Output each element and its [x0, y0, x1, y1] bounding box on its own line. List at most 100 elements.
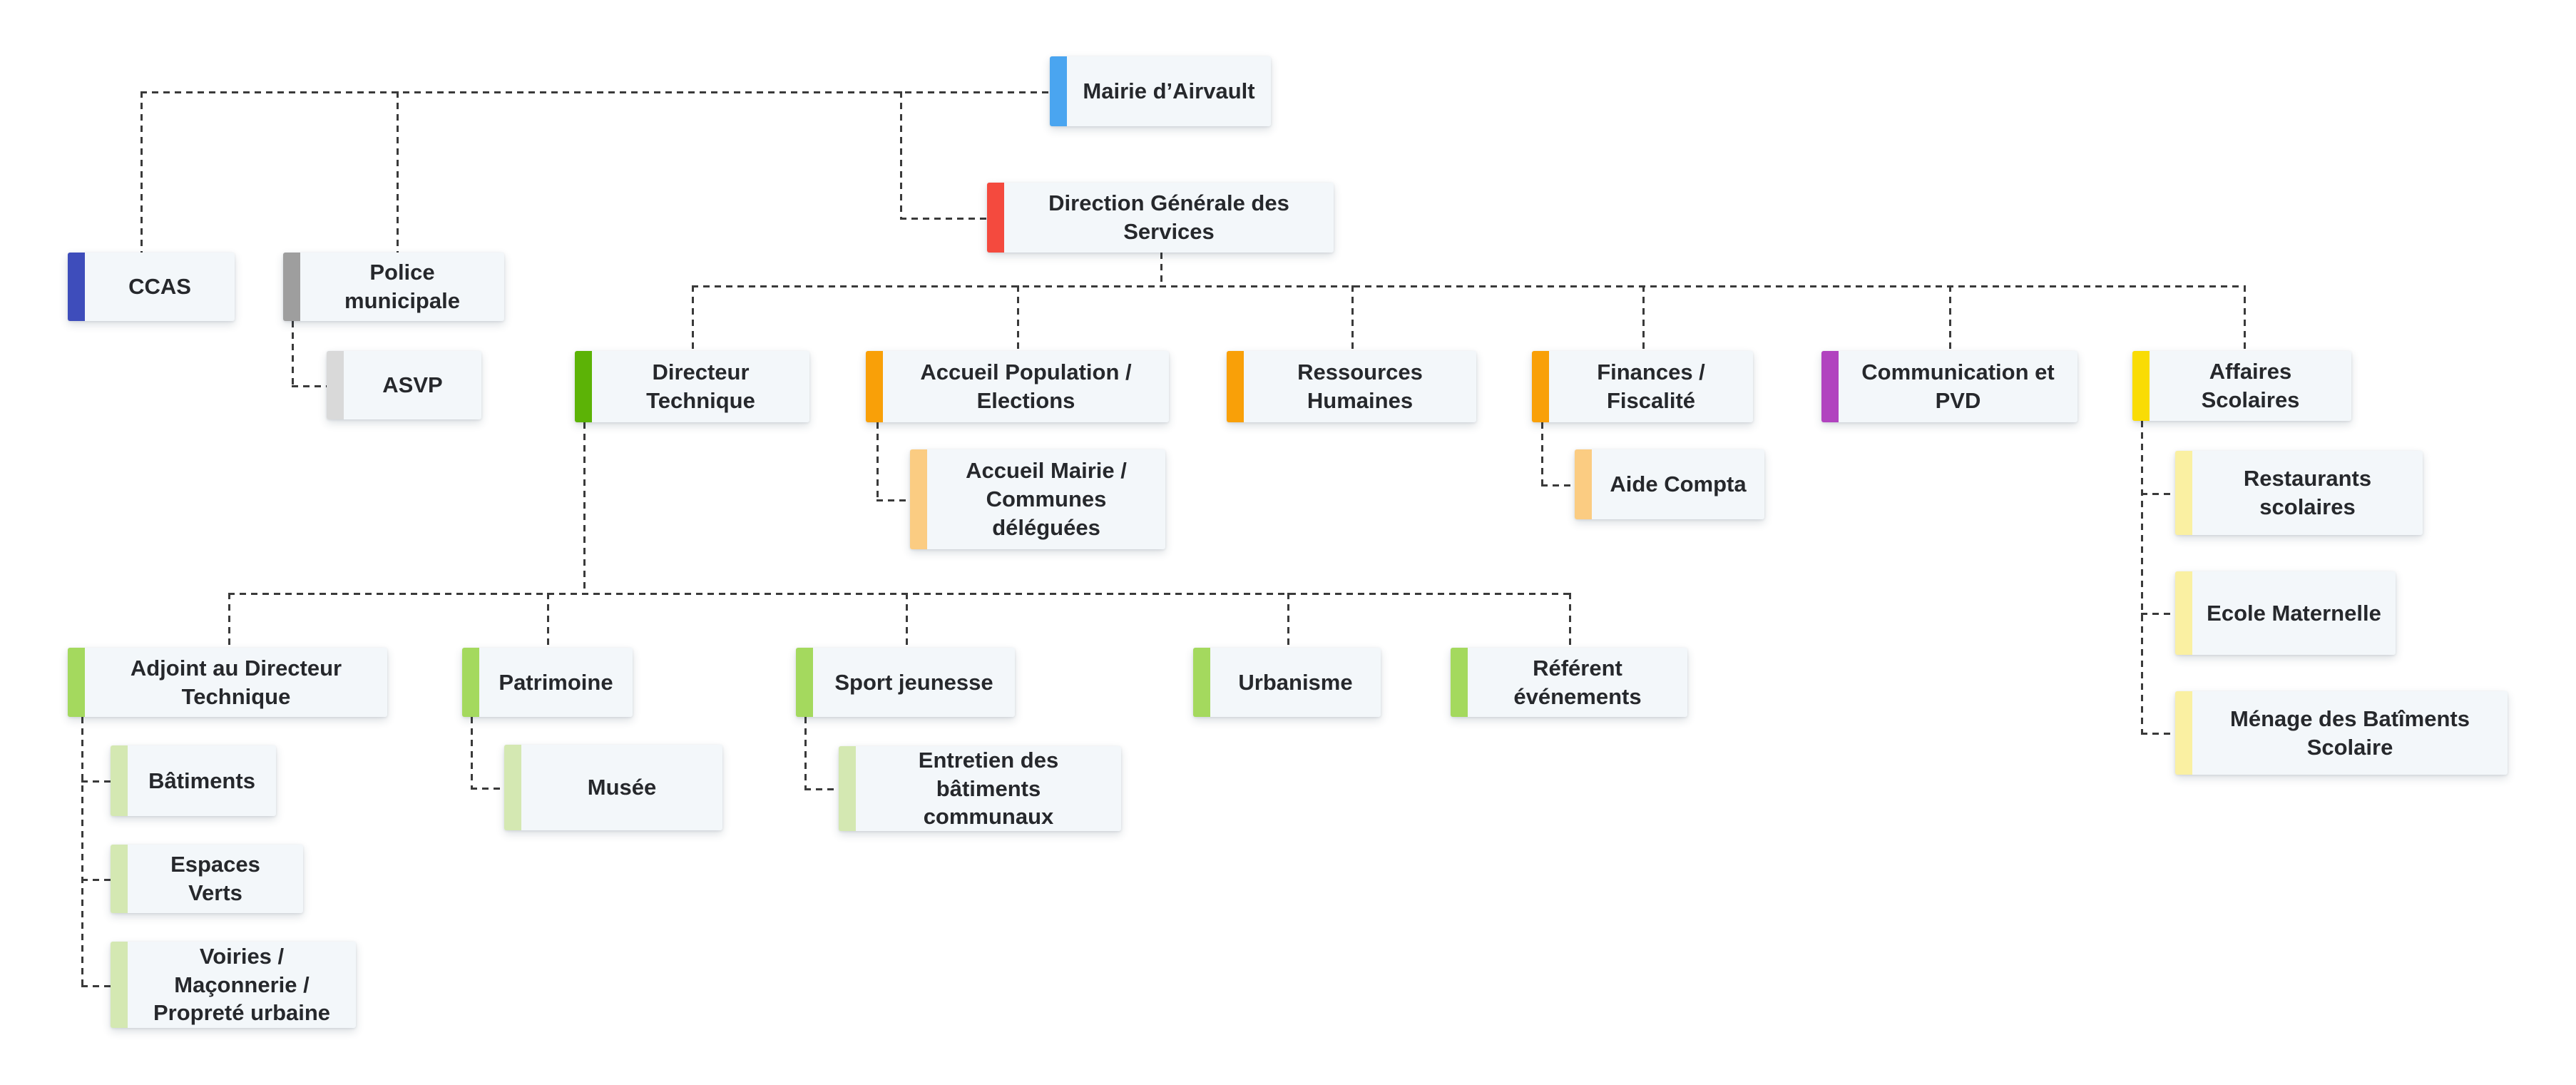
node-ressources-humaines[interactable]: Ressources Humaines — [1227, 351, 1476, 422]
node-accent-bar — [504, 745, 521, 830]
node-label: Mairie d’Airvault — [1083, 78, 1255, 104]
node-accent-bar — [462, 648, 479, 717]
connector-segment — [292, 385, 327, 387]
node-communication-et-pvd[interactable]: Communication et PVD — [1821, 351, 2077, 422]
node-direction-generale-des-services[interactable]: Direction Générale des Services — [987, 183, 1334, 253]
node-sport-jeunesse[interactable]: Sport jeunesse — [796, 648, 1015, 717]
connector-segment — [1351, 285, 1354, 351]
node-patrimoine[interactable]: Patrimoine — [462, 648, 633, 717]
node-accent-bar — [327, 351, 344, 419]
connector-segment — [900, 218, 987, 220]
connector-segment — [1569, 593, 1571, 648]
node-label: CCAS — [128, 274, 191, 300]
node-referent-evenements[interactable]: Référent événements — [1451, 648, 1687, 717]
connector-segment — [692, 285, 694, 351]
node-label: Ressources Humaines — [1297, 360, 1423, 413]
connector-segment — [81, 879, 111, 881]
connector-segment — [1017, 285, 1019, 351]
node-police-municipale[interactable]: Police municipale — [283, 253, 504, 321]
connector-segment — [228, 593, 230, 648]
node-label: Bâtiments — [148, 768, 255, 793]
node-affaires-scolaires[interactable]: Affaires Scolaires — [2132, 351, 2351, 421]
node-accent-bar — [111, 745, 128, 816]
node-urbanisme[interactable]: Urbanisme — [1193, 648, 1381, 717]
connector-segment — [1949, 285, 1951, 351]
connector-segment — [547, 593, 549, 648]
connector-segment — [876, 422, 879, 499]
connector-segment — [228, 593, 1569, 595]
node-accent-bar — [1227, 351, 1244, 422]
node-asvp[interactable]: ASVP — [327, 351, 481, 419]
node-accent-bar — [111, 942, 128, 1028]
node-musee[interactable]: Musée — [504, 745, 722, 830]
node-label: Ménage des Batîments Scolaire — [2230, 705, 2470, 760]
node-aide-compta[interactable]: Aide Compta — [1575, 449, 1764, 519]
node-label: Espaces Verts — [170, 852, 260, 905]
node-accueil-mairie-communes-deleguees[interactable]: Accueil Mairie / Communes déléguées — [910, 449, 1165, 549]
connector-segment — [471, 788, 504, 790]
node-label: Communication et PVD — [1861, 360, 2055, 413]
node-accent-bar — [2175, 451, 2192, 535]
node-finances-fiscalite[interactable]: Finances / Fiscalité — [1532, 351, 1753, 422]
connector-segment — [81, 985, 111, 987]
node-accent-bar — [68, 648, 85, 717]
node-accent-bar — [1532, 351, 1549, 422]
node-label: ASVP — [382, 372, 443, 398]
connector-segment — [471, 717, 473, 788]
node-accent-bar — [1575, 449, 1592, 519]
node-accent-bar — [111, 845, 128, 913]
connector-segment — [2244, 285, 2246, 351]
node-label: Accueil Population / Elections — [920, 360, 1132, 413]
node-accent-bar — [1451, 648, 1468, 717]
node-label: Voiries / Maçonnerie / Propreté urbaine — [153, 943, 331, 1026]
node-entretien-des-batiments-communaux[interactable]: Entretien des bâtiments communaux — [839, 746, 1121, 831]
node-label: Patrimoine — [499, 669, 613, 695]
connector-segment — [1541, 484, 1575, 487]
node-label: Finances / Fiscalité — [1597, 360, 1705, 413]
node-label: Aide Compta — [1610, 472, 1747, 497]
node-directeur-technique[interactable]: Directeur Technique — [575, 351, 809, 422]
connector-segment — [876, 499, 910, 501]
node-ccas[interactable]: CCAS — [68, 253, 235, 321]
connector-segment — [397, 91, 399, 253]
node-menage-des-batiments-scolaire[interactable]: Ménage des Batîments Scolaire — [2175, 691, 2508, 775]
connector-segment — [583, 422, 586, 593]
connector-segment — [2141, 421, 2143, 733]
connector-segment — [2141, 613, 2175, 615]
node-espaces-verts[interactable]: Espaces Verts — [111, 845, 303, 913]
node-accent-bar — [796, 648, 813, 717]
node-accent-bar — [575, 351, 592, 422]
connector-segment — [1287, 593, 1289, 648]
connector-segment — [900, 91, 902, 218]
node-label: Urbanisme — [1238, 669, 1353, 695]
node-label: Direction Générale des Services — [1048, 190, 1289, 244]
connector-segment — [140, 91, 143, 253]
node-accent-bar — [910, 449, 927, 549]
node-accent-bar — [2175, 691, 2192, 775]
node-accent-bar — [68, 253, 85, 321]
node-restaurants-scolaires[interactable]: Restaurants scolaires — [2175, 451, 2423, 535]
node-label: Entretien des bâtiments communaux — [918, 748, 1059, 830]
node-accent-bar — [987, 183, 1004, 253]
connector-segment — [1541, 422, 1543, 484]
node-accent-bar — [1050, 56, 1067, 126]
connector-segment — [804, 717, 807, 788]
node-label: Restaurants scolaires — [2243, 466, 2372, 519]
node-batiments[interactable]: Bâtiments — [111, 745, 276, 816]
node-adjoint-au-directeur-technique[interactable]: Adjoint au Directeur Technique — [68, 648, 387, 717]
node-label: Police municipale — [344, 260, 460, 313]
node-accent-bar — [839, 746, 856, 831]
node-accent-bar — [2175, 571, 2192, 655]
node-accent-bar — [866, 351, 883, 422]
node-voiries-maconnerie-proprete-urbaine[interactable]: Voiries / Maçonnerie / Propreté urbaine — [111, 942, 356, 1028]
node-ecole-maternelle[interactable]: Ecole Maternelle — [2175, 571, 2396, 655]
node-accent-bar — [2132, 351, 2150, 421]
node-label: Sport jeunesse — [834, 669, 993, 695]
node-accueil-population-elections[interactable]: Accueil Population / Elections — [866, 351, 1169, 422]
node-label: Adjoint au Directeur Technique — [130, 655, 342, 709]
node-label: Directeur Technique — [646, 360, 755, 413]
connector-segment — [140, 91, 1050, 93]
node-mairie-airvault[interactable]: Mairie d’Airvault — [1050, 56, 1271, 126]
node-label: Ecole Maternelle — [2207, 600, 2381, 626]
node-label: Affaires Scolaires — [2201, 359, 2300, 412]
